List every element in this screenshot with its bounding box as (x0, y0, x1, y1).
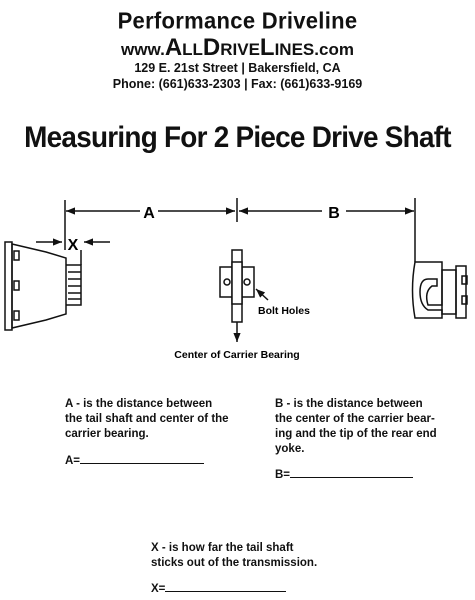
description-b: B - is the distance between the center o… (275, 397, 470, 457)
field-x-blank[interactable] (165, 591, 287, 592)
label-bolt-holes: Bolt Holes (258, 305, 310, 317)
website-prefix: www. (121, 40, 165, 59)
field-x[interactable]: X= (151, 583, 287, 595)
label-center-bearing: Center of Carrier Bearing (174, 349, 299, 361)
description-b-line: the center of the carrier bear- (275, 413, 435, 425)
description-x: X - is how far the tail shaft sticks out… (151, 541, 351, 571)
label-b: B (328, 205, 340, 222)
website-suffix: .com (314, 40, 354, 59)
field-a-blank[interactable] (80, 463, 205, 464)
carrier-bearing (219, 249, 269, 342)
description-a-line: carrier bearing. (65, 428, 149, 440)
company-name: Performance Driveline (117, 7, 358, 34)
description-x-line: X - is how far the tail shaft (151, 542, 294, 554)
address: 129 E. 21st Street | Bakersfield, CA (134, 61, 341, 75)
field-b-label: B= (275, 469, 291, 481)
description-a-line: the tail shaft and center of the (65, 413, 229, 425)
description-a-line: A - is the distance between (65, 398, 213, 410)
field-a[interactable]: A= (65, 455, 205, 467)
label-a: A (143, 205, 155, 222)
field-a-label: A= (65, 455, 81, 467)
description-b-line: ing and the tip of the rear end (275, 428, 437, 440)
description-b-line: B - is the distance between (275, 398, 423, 410)
field-b-blank[interactable] (290, 477, 414, 478)
rear-end-yoke (411, 261, 468, 319)
page-title: Measuring For 2 Piece Drive Shaft (24, 121, 451, 154)
phone-fax: Phone: (661)633-2303 | Fax: (661)633-916… (112, 77, 363, 91)
website-url[interactable]: www.AllDriveLines.com (0, 34, 475, 62)
field-x-label: X= (151, 583, 166, 595)
description-x-line: sticks out of the transmission. (151, 557, 318, 569)
transmission (4, 241, 82, 331)
field-b[interactable]: B= (275, 469, 414, 481)
description-a: A - is the distance between the tail sha… (65, 397, 265, 442)
label-x: X (68, 237, 79, 254)
website-main: AllDriveLines (164, 34, 315, 61)
description-b-line: yoke. (275, 443, 305, 455)
